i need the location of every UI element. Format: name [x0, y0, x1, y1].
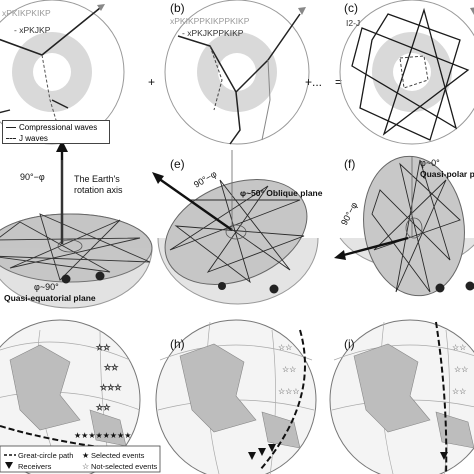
- legend-not-selected: Not-selected events: [91, 462, 158, 471]
- panel-b-ray2: - xPKJKPPKIKP: [182, 28, 244, 38]
- panel-a-ray2: - xPKJKP: [14, 25, 51, 35]
- svg-text:☆☆: ☆☆: [454, 365, 468, 374]
- panel-d-plane: Quasi-equatorial plane: [4, 293, 96, 303]
- panel-f-angle: 90°−φ: [339, 200, 360, 227]
- legend-jwaves-row: J waves: [6, 133, 106, 144]
- equals-operator: =: [335, 75, 342, 89]
- dashed-line-swatch: [6, 138, 16, 139]
- panel-i-label: (i): [344, 337, 355, 351]
- svg-text:☆☆☆: ☆☆☆: [100, 383, 122, 392]
- svg-text:★★★★★★★★: ★★★★★★★★: [74, 431, 131, 440]
- panel-d: 90°−φ The Earth's rotation axis φ~90° Qu…: [0, 140, 153, 309]
- panel-c-ray1: I2-J: [346, 18, 360, 28]
- panel-e: (e) 90°−φ φ~50° Oblique plane: [152, 150, 323, 305]
- legend-receivers: Receivers: [18, 462, 52, 471]
- svg-text:☆☆: ☆☆: [278, 343, 292, 352]
- panel-f-plane: Quasi-polar p: [420, 169, 474, 179]
- panel-c-label: (c): [344, 1, 358, 15]
- legend-jwaves: J waves: [19, 134, 48, 143]
- svg-text:☆☆☆: ☆☆☆: [278, 387, 300, 396]
- panel-f: (f) φ~0° Quasi-polar p 90°−φ: [334, 155, 474, 297]
- panel-d-axis-line2: rotation axis: [74, 185, 123, 195]
- panel-d-axis-line1: The Earth's: [74, 174, 120, 184]
- solid-line-swatch: [6, 127, 16, 128]
- panel-b-label: (b): [170, 1, 185, 15]
- svg-text:★: ★: [82, 451, 89, 460]
- legend-compressional: Compressional waves: [19, 123, 98, 132]
- panel-f-label: (f): [344, 157, 355, 171]
- panel-a-ray1: xPKIKPKIKP: [2, 8, 51, 18]
- svg-text:☆☆: ☆☆: [452, 387, 466, 396]
- panel-e-label: (e): [170, 157, 185, 171]
- svg-text:☆☆: ☆☆: [452, 343, 466, 352]
- legend-compressional-row: Compressional waves: [6, 122, 106, 133]
- panel-c: (c) I2-J: [339, 0, 474, 145]
- panel-e-angle: 90°−φ: [192, 169, 219, 190]
- svg-text:☆☆: ☆☆: [96, 403, 110, 412]
- panel-b: (b) xPKIKPPKIKPPKIKP - xPKJKPPKIKP: [164, 0, 310, 145]
- svg-text:☆: ☆: [82, 462, 89, 471]
- panel-b-ray1: xPKIKPPKIKPPKIKP: [170, 16, 250, 26]
- panel-d-phi: φ~90°: [34, 282, 59, 292]
- panel-f-phi: φ~0°: [420, 158, 440, 168]
- svg-text:☆☆: ☆☆: [282, 365, 296, 374]
- panel-d-angle: 90°−φ: [20, 172, 45, 182]
- panel-a: xPKIKPKIKP - xPKJKP: [0, 0, 125, 145]
- plus-dots-operator: +...: [305, 75, 322, 89]
- globe-h: ☆☆ ☆☆ ☆☆☆ (h): [155, 319, 317, 474]
- legend-path: Great-circle path: [18, 451, 73, 460]
- panel-e-plane: φ~50° Oblique plane: [240, 188, 323, 198]
- plus-operator-1: +: [148, 75, 155, 89]
- legend-selected: Selected events: [91, 451, 145, 460]
- svg-text:☆☆: ☆☆: [104, 363, 118, 372]
- top-legend: Compressional waves J waves: [2, 120, 110, 144]
- globe-i: ☆☆ ☆☆ ☆☆ (i): [329, 319, 474, 474]
- bottom-legend: Great-circle path ★ Selected events Rece…: [0, 445, 161, 473]
- svg-text:☆☆: ☆☆: [96, 343, 110, 352]
- panel-h-label: (h): [170, 337, 185, 351]
